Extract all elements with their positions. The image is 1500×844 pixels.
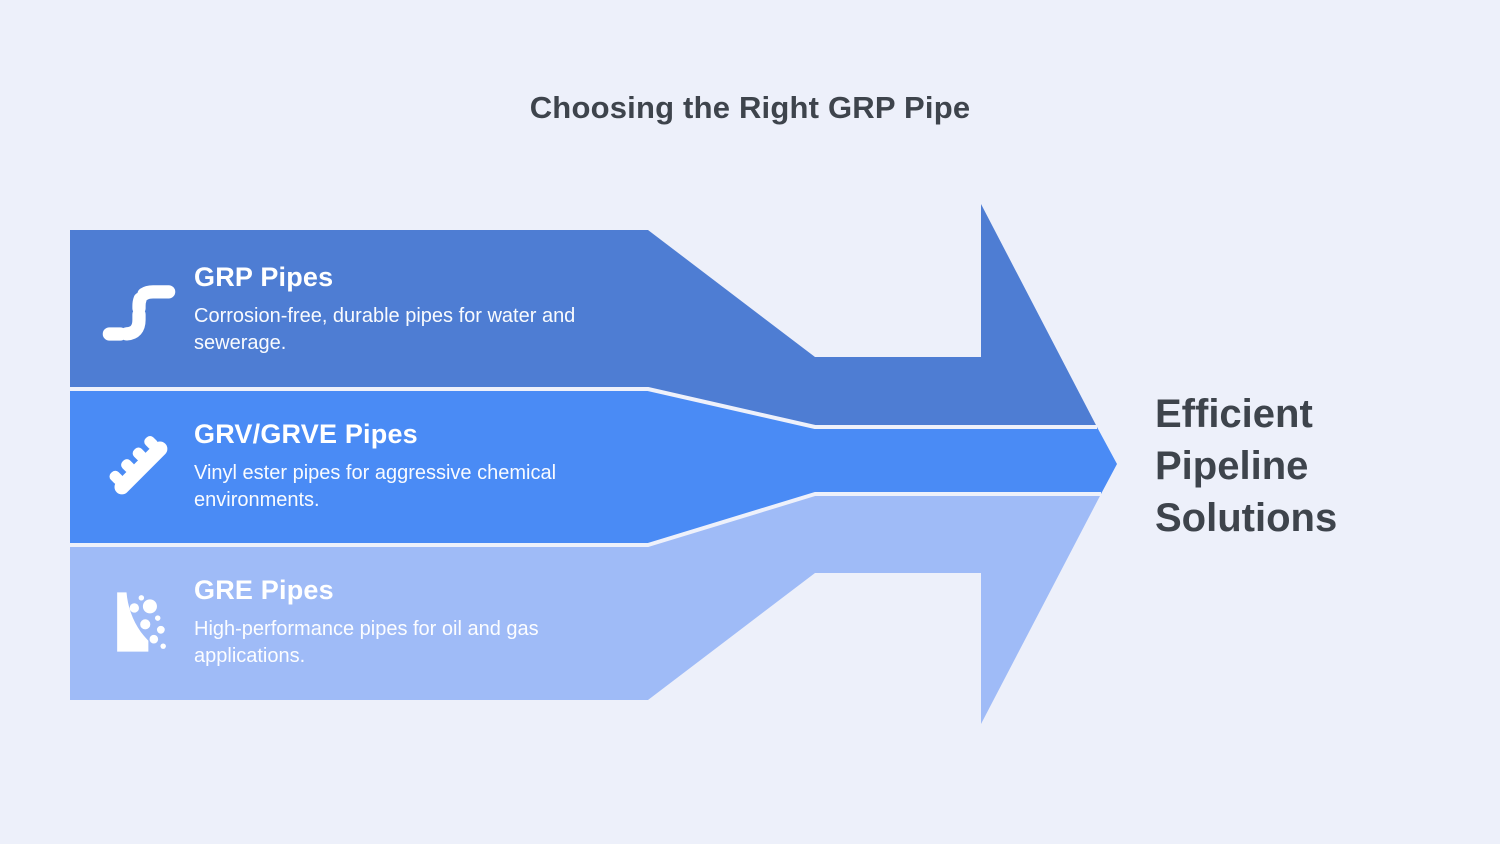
step-heading: GRE Pipes [194,574,334,605]
step-description: Corrosion-free, durable pipes for water … [194,304,576,354]
band-separator-bottom [70,492,1101,547]
step-text-block: GRP Pipes Corrosion-free, durable pipes … [194,262,620,357]
step-gre-pipes: GRE Pipes High-performance pipes for oil… [100,562,620,682]
step-description: High-performance pipes for oil and gas a… [194,617,539,667]
arrow-band-shape-grp [70,204,1097,427]
step-heading: GRV/GRVE Pipes [194,418,418,449]
page-title: Choosing the Right GRP Pipe [529,90,971,125]
outcome-label: Efficient Pipeline Solutions [1155,392,1338,540]
step-text-block: GRE Pipes High-performance pipes for oil… [194,575,620,670]
step-grv-grve-pipes: GRV/GRVE Pipes Vinyl ester pipes for agg… [100,406,620,526]
band-separator-top [70,387,1097,429]
arrow-band-shape-gre [70,494,1101,724]
pipe-fitting-icon [100,427,178,505]
step-heading: GRP Pipes [194,261,334,292]
step-text-block: GRV/GRVE Pipes Vinyl ester pipes for agg… [194,419,620,514]
step-description: Vinyl ester pipes for aggressive chemica… [194,461,557,511]
oil-spill-icon [100,583,178,661]
pipe-icon [100,270,178,348]
step-grp-pipes: GRP Pipes Corrosion-free, durable pipes … [100,249,620,369]
